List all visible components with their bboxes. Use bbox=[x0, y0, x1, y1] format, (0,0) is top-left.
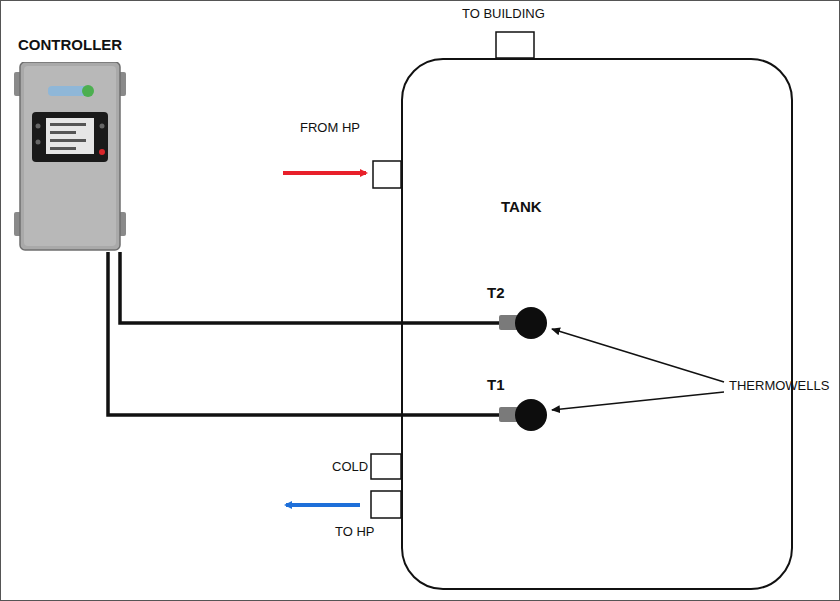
logo-leaf bbox=[82, 85, 94, 97]
thermowell: T1 bbox=[499, 398, 549, 432]
port bbox=[371, 491, 401, 518]
display-line bbox=[50, 139, 86, 142]
thermowell: T2 bbox=[499, 306, 549, 340]
port-label: TO HP bbox=[335, 524, 375, 539]
sensor-label: T1 bbox=[487, 376, 505, 393]
display-screen bbox=[46, 118, 94, 154]
display-line bbox=[50, 131, 76, 134]
button bbox=[99, 149, 105, 155]
tank: TANK T2T1 bbox=[401, 58, 793, 590]
sensor-wire bbox=[120, 252, 499, 323]
sensor-label: T2 bbox=[487, 284, 505, 301]
sensor-wire bbox=[108, 252, 499, 415]
port bbox=[496, 32, 534, 58]
supply-arrow bbox=[283, 171, 366, 175]
well-circle bbox=[515, 399, 547, 431]
enclosure-face bbox=[24, 66, 116, 246]
button bbox=[36, 124, 41, 129]
device-title: CONTROLLER bbox=[18, 36, 122, 53]
display-line bbox=[50, 147, 76, 150]
enclosure bbox=[20, 62, 120, 250]
button bbox=[100, 124, 105, 129]
thermowell-illustration bbox=[499, 398, 549, 432]
controller-device: CONTROLLER bbox=[14, 62, 126, 252]
leader-arrow bbox=[552, 392, 724, 410]
return-arrow bbox=[286, 503, 360, 507]
button bbox=[36, 140, 41, 145]
display-bezel bbox=[32, 112, 108, 162]
port bbox=[373, 161, 401, 188]
tank-label: TANK bbox=[501, 198, 542, 215]
controller-illustration bbox=[14, 62, 126, 252]
port-label: FROM HP bbox=[300, 120, 360, 135]
port bbox=[371, 454, 401, 479]
callout-label: THERMOWELLS bbox=[729, 378, 829, 393]
thermowell-illustration bbox=[499, 306, 549, 340]
leader-arrow bbox=[552, 329, 724, 382]
display-line bbox=[50, 123, 86, 126]
port-label: COLD bbox=[332, 459, 368, 474]
well-circle bbox=[515, 307, 547, 339]
port-label: TO BUILDING bbox=[462, 6, 545, 21]
